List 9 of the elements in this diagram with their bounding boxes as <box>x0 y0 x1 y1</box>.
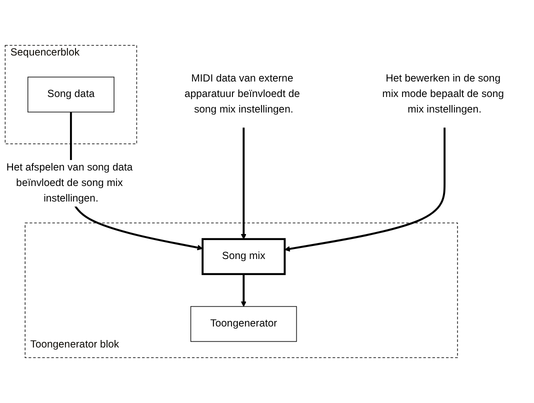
arrow <box>240 128 246 240</box>
arrow <box>240 274 246 307</box>
node-box: Toongenerator <box>190 306 297 342</box>
node-box: Song mix <box>202 238 286 276</box>
edge-label: Het afspelen van song data beïnvloedt de song mix instellingen. <box>6 162 133 204</box>
node-text: Het bewerken in de song mix mode bepaalt de song mix instellingen. <box>382 73 504 116</box>
node-text: MIDI data van externe apparatuur beïnvloedt de song mix instellingen. <box>184 73 300 116</box>
arrow <box>284 128 446 252</box>
node-box: Song data <box>28 76 114 112</box>
